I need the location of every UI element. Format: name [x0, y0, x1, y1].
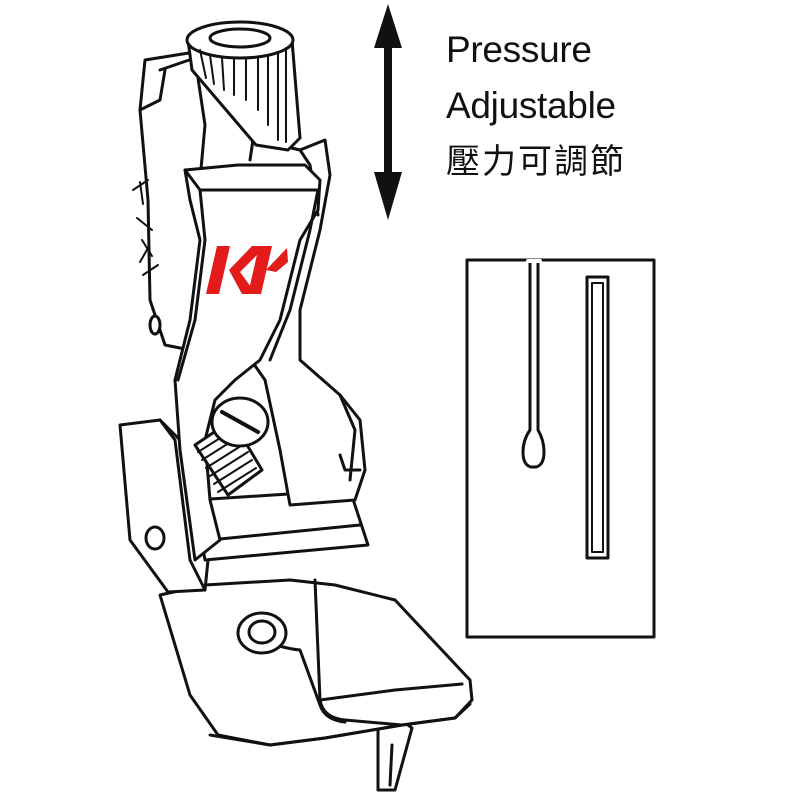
caption-pressure: Pressure	[446, 29, 592, 70]
kh-logo	[206, 246, 288, 294]
size-stamp	[132, 179, 159, 276]
foot-screw	[193, 396, 270, 497]
presser-foot-illustration	[118, 20, 474, 792]
foot-sole-plan-view	[465, 258, 656, 639]
pressure-knob	[185, 20, 302, 152]
up-down-arrow-icon	[374, 4, 402, 220]
caption-adjustable: Adjustable	[446, 85, 616, 126]
caption-chinese: 壓力可調節	[446, 142, 626, 182]
